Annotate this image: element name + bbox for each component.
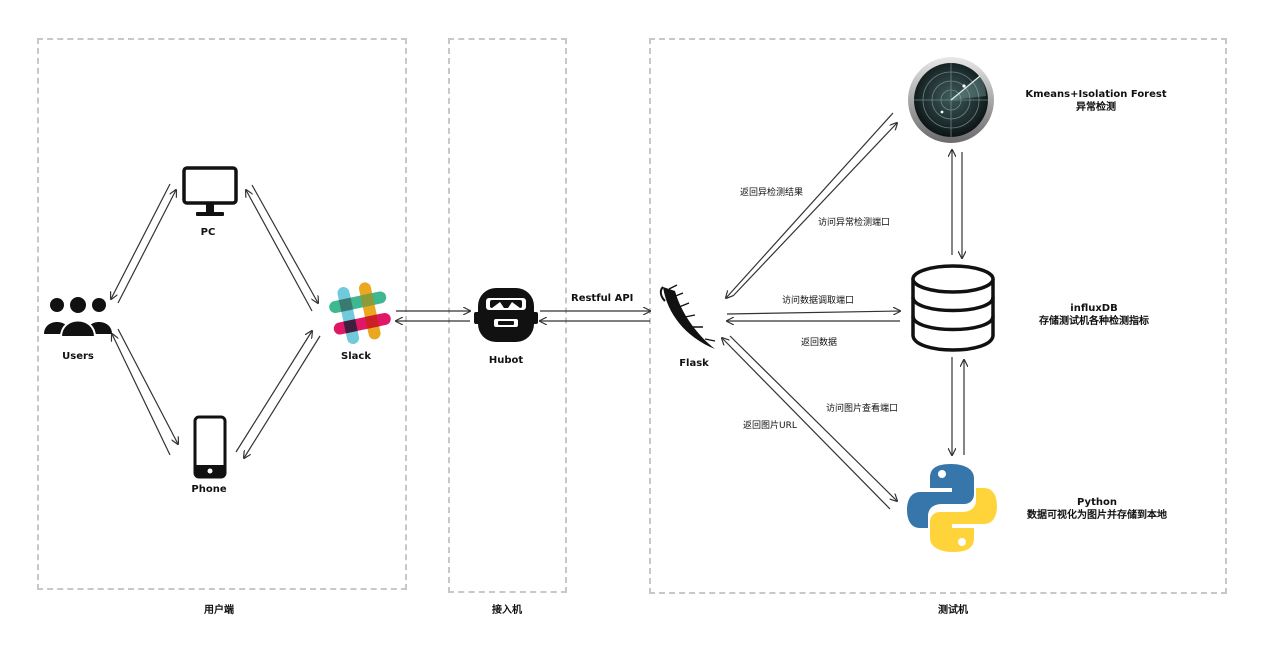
- flask-label: Flask: [679, 358, 709, 369]
- test-zone-label: 测试机: [938, 605, 968, 616]
- pc-label: PC: [200, 227, 216, 238]
- database-icon: [911, 264, 995, 352]
- python-subtitle: 数据可视化为图片并存储到本地: [1027, 510, 1167, 521]
- access-anomaly-label: 访问异常检测端口: [818, 218, 891, 228]
- hubot-robot-icon: [474, 288, 538, 342]
- smartphone-icon: [193, 415, 227, 479]
- python-title: Python: [1077, 497, 1117, 508]
- influxdb-description: influxDB 存储测试机各种检测指标: [1024, 302, 1164, 328]
- edge-pc-to-slack: [251, 184, 318, 303]
- flask-horn-logo-icon: [659, 284, 716, 349]
- access-image-label: 访问图片查看端口: [826, 404, 899, 414]
- access-data-label: 访问数据调取端口: [782, 296, 855, 306]
- edge-phone-to-slack: [235, 331, 312, 453]
- kmeans-title: Kmeans+Isolation Forest: [1025, 89, 1167, 100]
- test-zone: [649, 38, 1227, 594]
- kmeans-description: Kmeans+Isolation Forest 异常检测: [1016, 88, 1176, 114]
- influxdb-subtitle: 存储测试机各种检测指标: [1039, 316, 1149, 327]
- access-zone-label: 接入机: [492, 605, 522, 616]
- edge-slack-to-phone: [244, 335, 321, 458]
- python-logo-icon: [907, 464, 997, 552]
- edge-flask-to-db: [726, 311, 900, 314]
- return-data-label: 返回数据: [801, 338, 838, 348]
- edge-python-to-flask: [722, 338, 891, 510]
- influxdb-title: influxDB: [1070, 303, 1118, 314]
- edge-users-to-phone: [117, 328, 178, 444]
- monitor-icon: [182, 166, 238, 216]
- edge-radar-to-flask: [726, 112, 894, 298]
- kmeans-subtitle: 异常检测: [1076, 102, 1116, 113]
- edge-flask-to-radar: [732, 123, 897, 297]
- slack-label: Slack: [341, 351, 371, 362]
- phone-label: Phone: [191, 484, 227, 495]
- user-zone-label: 用户端: [204, 605, 234, 616]
- hubot-label: Hubot: [488, 355, 524, 366]
- radar-icon: [908, 57, 994, 143]
- python-description: Python 数据可视化为图片并存储到本地: [1012, 496, 1182, 522]
- edge-users-to-pc: [117, 190, 176, 304]
- slack-logo-icon: [329, 282, 391, 344]
- access-zone: [448, 38, 567, 593]
- restful-api-label: Restful API: [571, 293, 634, 304]
- return-anomaly-label: 返回异检测结果: [740, 188, 804, 198]
- edge-flask-to-python: [729, 335, 897, 501]
- edge-pc-to-users: [111, 183, 171, 299]
- return-image-url-label: 返回图片URL: [743, 421, 797, 431]
- edge-phone-to-users: [112, 334, 171, 456]
- edge-slack-to-pc: [246, 190, 313, 312]
- user-zone: [37, 38, 407, 590]
- users-label: Users: [62, 351, 94, 362]
- users-group-icon: [44, 297, 112, 338]
